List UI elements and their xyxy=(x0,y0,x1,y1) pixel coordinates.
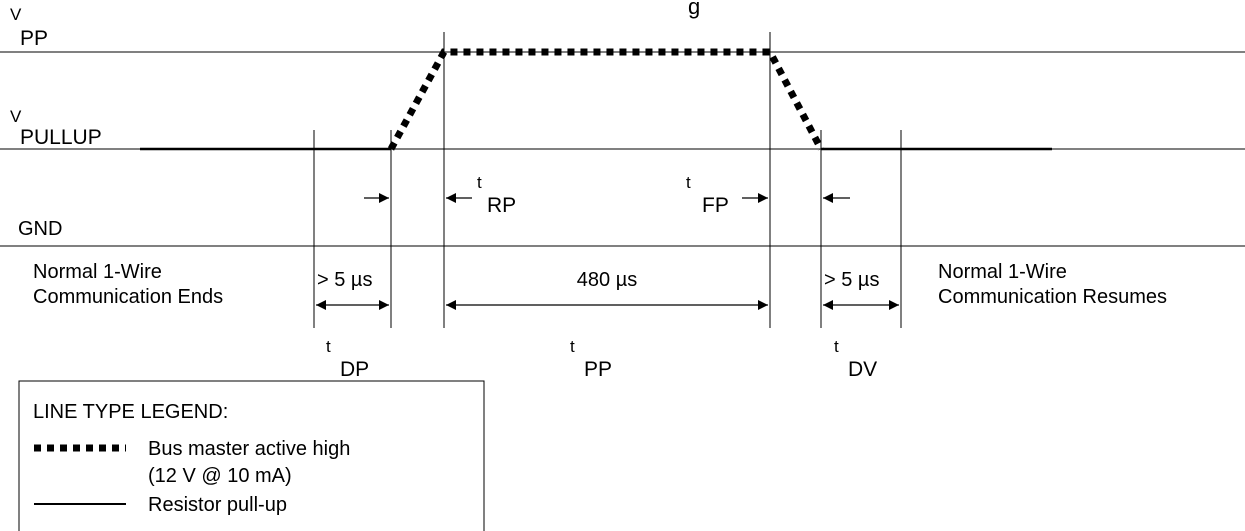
note-ends-line1: Normal 1-Wire xyxy=(33,261,162,283)
note-resumes-line2: Communication Resumes xyxy=(938,286,1167,308)
t-fp-sub: FP xyxy=(702,194,729,217)
t-rp-main: t xyxy=(477,173,482,192)
t-dp-label: t DP xyxy=(326,337,369,381)
t-rp-sub: RP xyxy=(487,194,516,217)
note-ends-line2: Communication Ends xyxy=(33,286,223,308)
legend-solid-label: Resistor pull-up xyxy=(148,494,287,516)
vpullup-label-sub: PULLUP xyxy=(20,126,102,149)
t-dv-sub: DV xyxy=(848,358,877,381)
waveform-bus-master-active-high xyxy=(387,48,825,151)
t-pp-label: t PP xyxy=(570,337,612,381)
legend-title: LINE TYPE LEGEND: xyxy=(33,401,228,423)
vpullup-label: V PULLUP xyxy=(10,107,102,149)
legend-box xyxy=(18,380,485,531)
vpp-label-sub: PP xyxy=(20,27,48,50)
t-dp-main: t xyxy=(326,337,331,356)
line-type-legend: LINE TYPE LEGEND: Bus master active high… xyxy=(18,380,485,531)
t-rp-label: t RP xyxy=(477,173,516,217)
vpp-label: V PP xyxy=(10,5,48,50)
t-pp-sub: PP xyxy=(584,358,612,381)
legend-dotted-label-line1: Bus master active high xyxy=(148,438,350,460)
duration-dv: > 5 µs xyxy=(824,269,879,291)
title-fragment: g xyxy=(688,0,700,19)
gnd-label: GND xyxy=(18,218,62,240)
legend-dotted-label-line2: (12 V @ 10 mA) xyxy=(148,465,292,487)
t-dp-sub: DP xyxy=(340,358,369,381)
vpp-label-main: V xyxy=(10,5,22,24)
t-dv-main: t xyxy=(834,337,839,356)
vpullup-label-main: V xyxy=(10,107,22,126)
duration-pp: 480 µs xyxy=(577,269,637,291)
t-dv-label: t DV xyxy=(834,337,877,381)
duration-dp: > 5 µs xyxy=(317,269,372,291)
t-fp-label: t FP xyxy=(686,173,729,217)
t-pp-main: t xyxy=(570,337,575,356)
note-resumes-line1: Normal 1-Wire xyxy=(938,261,1067,283)
t-fp-main: t xyxy=(686,173,691,192)
